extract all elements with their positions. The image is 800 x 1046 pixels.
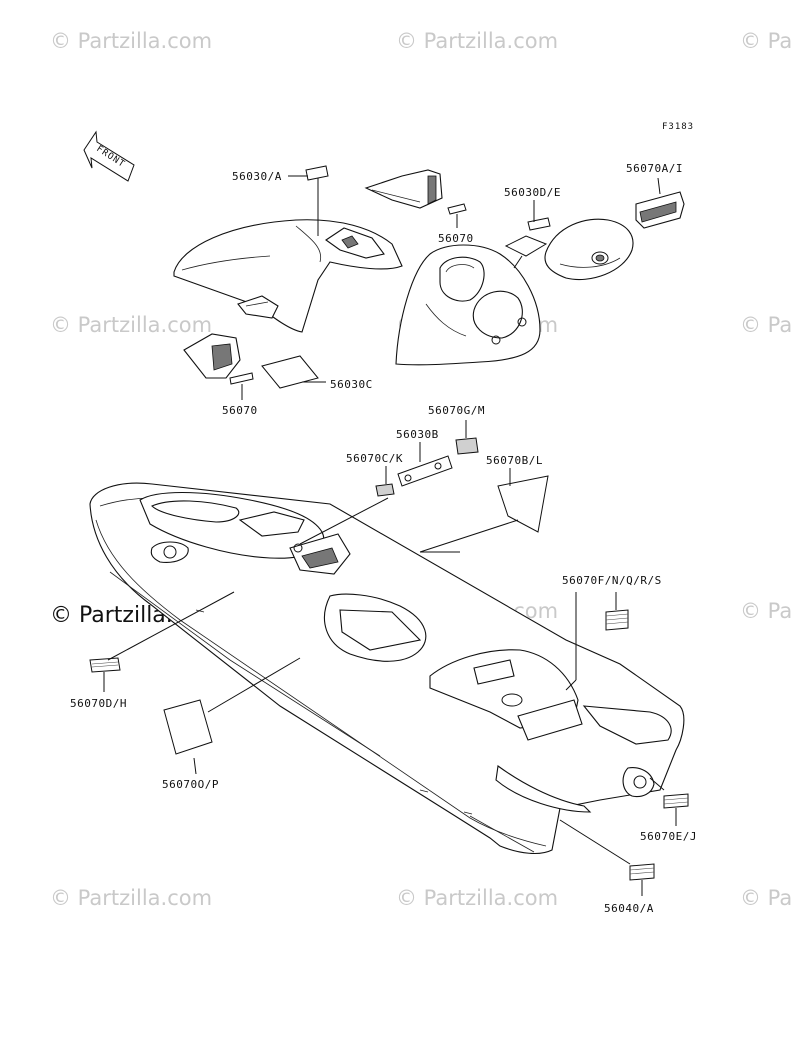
label-56070gm: 56070G/M (428, 404, 485, 417)
decal-56030a (305, 165, 329, 181)
decal-56030b (397, 455, 453, 487)
label-56070-top: 56070 (438, 232, 474, 245)
label-56070fnqrs: 56070F/N/Q/R/S (562, 574, 662, 587)
watermark-mid-right: © Pa (740, 313, 792, 337)
figure-code: F3183 (662, 122, 694, 132)
watermark-top-center: © Partzilla.com (396, 29, 558, 53)
hood-vent-part (364, 169, 443, 209)
console-bolt (517, 317, 527, 327)
watermark-bottom-center: © Partzilla.com (396, 886, 558, 910)
decal-56070fnqrs (605, 609, 629, 631)
decal-56070-left (229, 372, 254, 385)
decal-56030de (504, 235, 548, 257)
hatch-cover-part (544, 218, 634, 281)
decal-56070gm (455, 437, 479, 455)
watermark-bottom-left: © Partzilla.com (50, 886, 212, 910)
decal-56070-top (447, 203, 467, 215)
decal-56070dh (89, 657, 121, 673)
label-56030c: 56030C (330, 378, 373, 391)
watermark-bottom-right: © Pa (740, 886, 792, 910)
decal-56030c (261, 355, 319, 389)
side-vent-part (183, 333, 241, 379)
label-56070op: 56070O/P (162, 778, 219, 791)
label-56070dh: 56070D/H (70, 697, 127, 710)
leader-lines (103, 175, 677, 896)
front-arrow-icon: FRONT (83, 130, 135, 182)
label-56070bl: 56070B/L (486, 454, 543, 467)
label-56030a: 56030/A (232, 170, 282, 183)
label-56070-left: 56070 (222, 404, 258, 417)
label-56070ej: 56070E/J (640, 830, 697, 843)
console-bolt (491, 335, 501, 345)
decal-56070ej (663, 793, 689, 809)
seat-cover-part (173, 219, 403, 333)
label-56040a: 56040/A (604, 902, 654, 915)
label-56070ai: 56070A/I (626, 162, 683, 175)
console-part (395, 244, 541, 366)
watermark-top-left: © Partzilla.com (50, 29, 212, 53)
decal-56070bl (497, 475, 549, 533)
watermark-top-right: © Pa (740, 29, 792, 53)
label-56030b: 56030B (396, 428, 439, 441)
watermark-low-right: © Pa (740, 599, 792, 623)
cap-part (635, 191, 685, 229)
hull-part (89, 482, 685, 855)
decal-56070ck (375, 483, 395, 497)
decal-56030de-small (527, 217, 551, 231)
label-56070ck: 56070C/K (346, 452, 403, 465)
watermark-mid-left: © Partzilla.com (50, 313, 212, 337)
label-56030de: 56030D/E (504, 186, 561, 199)
decal-56070op (163, 699, 213, 755)
decal-56040a (629, 863, 655, 881)
